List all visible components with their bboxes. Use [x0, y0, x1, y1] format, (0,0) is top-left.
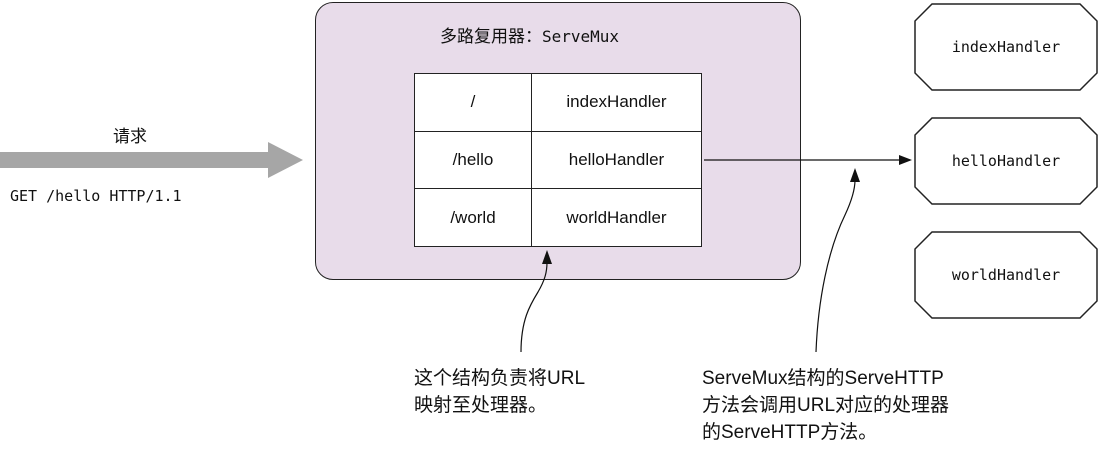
request-line: GET /hello HTTP/1.1 — [10, 187, 182, 205]
servemux-title-cn: 多路复用器： — [440, 27, 542, 47]
note-line: 方法会调用URL对应的处理器 — [702, 395, 950, 416]
note-servehttp: ServeMux结构的ServeHTTP 方法会调用URL对应的处理器 的Ser… — [702, 365, 1032, 446]
route-table: / indexHandler /hello helloHandler /worl… — [414, 73, 702, 247]
request-label: 请求 — [113, 127, 147, 147]
octagon-shape — [914, 231, 1098, 319]
handler-label: indexHandler — [951, 38, 1061, 56]
route-row: /world worldHandler — [414, 188, 702, 247]
route-row: / indexHandler — [414, 73, 702, 132]
note-line: 映射至处理器。 — [414, 395, 548, 416]
note-line: ServeMux结构的ServeHTTP — [702, 368, 944, 389]
handler-label: helloHandler — [951, 152, 1061, 170]
handler-box-hello: helloHandler — [914, 117, 1098, 205]
handler-box-index: indexHandler — [914, 3, 1098, 91]
servemux-title-code: ServeMux — [542, 27, 620, 46]
note-line: 这个结构负责将URL — [414, 368, 586, 389]
callout-arrowhead-1 — [542, 250, 552, 264]
callout-line-1 — [520, 261, 548, 353]
route-handler: indexHandler — [531, 73, 702, 132]
request-arrow — [0, 142, 303, 178]
route-path: / — [414, 73, 532, 132]
route-path: /hello — [414, 130, 532, 190]
route-handler: worldHandler — [531, 188, 702, 247]
callout-arrowhead-2 — [850, 168, 860, 182]
callout-line-2 — [815, 179, 856, 353]
route-handler: helloHandler — [531, 130, 702, 190]
note-url-mapping: 这个结构负责将URL 映射至处理器。 — [414, 365, 654, 419]
octagon-shape — [914, 117, 1098, 205]
servemux-title: 多路复用器：ServeMux — [440, 22, 619, 47]
route-row: /hello helloHandler — [414, 130, 702, 190]
handler-label: worldHandler — [951, 266, 1061, 284]
handler-box-world: worldHandler — [914, 231, 1098, 319]
route-path: /world — [414, 188, 532, 247]
note-line: 的ServeHTTP方法。 — [702, 422, 878, 443]
dispatch-arrowhead — [899, 155, 912, 165]
octagon-shape — [914, 3, 1098, 91]
